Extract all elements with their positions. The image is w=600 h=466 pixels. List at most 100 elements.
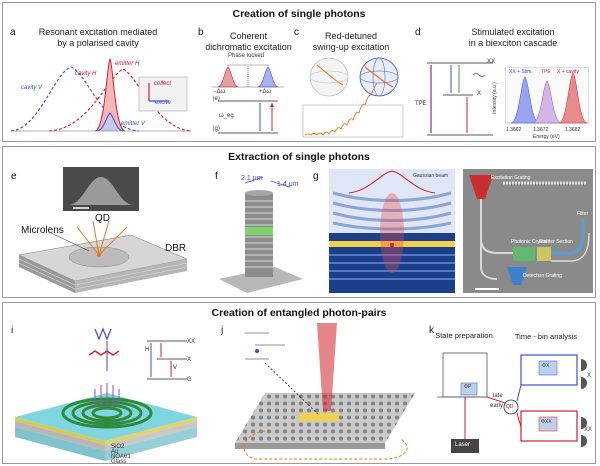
panel-a-caption-line2: by a polarised cavity	[57, 38, 139, 48]
label-photonic-crystal: Photonic Crystal	[511, 239, 548, 245]
section-title-entangled: Creation of entangled photon-pairs	[211, 307, 387, 319]
panel-g-letter: g	[313, 171, 319, 182]
panel-i-bullseye	[15, 327, 197, 461]
label-early: early	[490, 403, 504, 409]
photonic-crystal-region	[513, 247, 535, 261]
label-minus-delta: −Δω	[213, 89, 226, 95]
section-title-extraction: Extraction of single photons	[228, 151, 370, 163]
label-emitter-v: emitter V	[121, 121, 146, 127]
panel-c-caption: Red-detuned swing-up excitation	[295, 31, 407, 53]
label-noa: NOA61	[111, 454, 131, 460]
label-laser: Laser	[455, 442, 471, 448]
panel-c-letter: c	[294, 27, 299, 38]
panel-f-letter: f	[215, 171, 218, 182]
qd-circle	[503, 399, 519, 415]
label-phi-x: ΦX	[542, 363, 550, 369]
label-k-x: X	[587, 373, 592, 379]
legend-xx-stim: XX + Stim.	[509, 69, 533, 75]
panel-a-spectrum	[10, 58, 192, 132]
photon-red	[88, 350, 120, 356]
label-i-g: G	[187, 377, 192, 383]
peak-tpe	[532, 80, 562, 124]
emission-mode	[380, 193, 404, 273]
panel-d-spectrum	[505, 67, 589, 124]
label-glass: Glass	[111, 459, 127, 465]
panel-c-caption-line1: Red-detuned	[324, 31, 378, 41]
peak-x-cavity	[558, 72, 588, 124]
section-entangled: Creation of entangled photon-pairs i	[2, 302, 596, 465]
label-i-v: V	[173, 365, 178, 371]
d-xlabel: Energy (eV)	[533, 134, 560, 140]
detection-grating	[507, 267, 527, 285]
label-d-x: X	[477, 91, 482, 97]
label-d-tpe: TPE	[415, 101, 427, 107]
polarisation-inset	[138, 76, 188, 112]
panel-h-chip	[463, 169, 593, 293]
label-excitation-grating: Excitation Grating	[491, 175, 531, 181]
bloch-sphere-right	[359, 57, 399, 97]
label-filter: Filter	[577, 211, 589, 217]
label-dim2: 1.4 μm	[277, 181, 299, 188]
swing-up-trace	[304, 82, 378, 136]
legend-x-cavity: X + cavity	[557, 69, 579, 75]
phi-x-box	[538, 360, 558, 376]
cavity-region	[299, 413, 339, 421]
label-collect: collect	[154, 81, 172, 87]
section-extraction: Extraction of single photons e Microlens…	[2, 146, 596, 298]
panel-g-bullseye	[329, 169, 455, 293]
label-phase-locked: Phase locked	[228, 53, 265, 59]
panel-f-micropillar	[219, 176, 303, 293]
pulse-right	[257, 66, 279, 88]
label-emitter-h: emitter H	[115, 61, 140, 67]
d-tick3: 1.3682	[565, 127, 581, 133]
panel-d-caption-line1: Stimulated excitation	[471, 27, 555, 37]
d-ylabel: Intensity (a.u.)	[491, 82, 498, 114]
panel-e-micrograph	[63, 167, 139, 211]
label-cavity-h: cavity H	[75, 71, 97, 77]
panel-k-letter: k	[429, 325, 434, 336]
panel-e-letter: e	[11, 171, 17, 182]
label-gaussian: Gaussian beam	[413, 173, 449, 179]
panel-b-letter: b	[198, 27, 204, 38]
label-qd: QD	[95, 213, 110, 224]
label-dim1: 2.1 μm	[241, 175, 263, 182]
excitation-beam	[317, 323, 337, 411]
label-plus-delta: +Δω	[259, 89, 272, 95]
label-detection-grating: Detection Grating	[523, 273, 562, 279]
legend-tpe: TPE	[541, 69, 551, 75]
section-title-creation: Creation of single photons	[232, 8, 366, 20]
pillar-cavity	[245, 227, 273, 235]
pulse-left	[217, 66, 239, 88]
label-emitter-section: Emitter Section	[539, 239, 573, 245]
label-i-xx: XX	[187, 339, 196, 345]
panel-a-caption-line1: Resonant excitation mediated	[38, 27, 158, 37]
label-excite: excite	[155, 100, 171, 106]
panel-i-letter: i	[11, 325, 14, 336]
label-late: late	[493, 393, 503, 399]
panel-d-caption: Stimulated excitation in a biexciton cas…	[433, 27, 593, 49]
label-au: Au	[111, 449, 119, 455]
label-e-state: |e⟩	[213, 96, 221, 102]
label-g-state: |g⟩	[213, 126, 221, 132]
panel-b-scheme	[212, 64, 284, 134]
label-state-prep: State preparation	[435, 331, 493, 340]
label-omega-eg: ω_eg	[219, 113, 234, 119]
label-d-xx: XX	[487, 59, 496, 65]
panel-a-caption: Resonant excitation mediated by a polari…	[23, 27, 173, 49]
panel-d-levels	[427, 62, 493, 136]
peak-xx-stim	[510, 76, 540, 124]
label-k-qd: QD	[506, 404, 514, 410]
label-k-xx: XX	[584, 427, 593, 433]
phi-p-box	[460, 382, 478, 396]
emitter-v-peak	[96, 112, 124, 132]
photon-blue	[94, 327, 112, 341]
bloch-sphere-left	[309, 57, 349, 97]
panel-d-caption-line2: in a biexciton cascade	[468, 38, 558, 48]
laser-box	[451, 439, 479, 453]
panel-b-caption: Coherent dichromatic excitation	[201, 31, 296, 53]
label-sio2: SiO2	[111, 444, 125, 450]
panel-a-letter: a	[10, 27, 16, 38]
label-dbr: DBR	[165, 243, 187, 254]
panel-k-interferometer	[437, 352, 587, 453]
d-tick2: 1.3672	[533, 127, 549, 133]
